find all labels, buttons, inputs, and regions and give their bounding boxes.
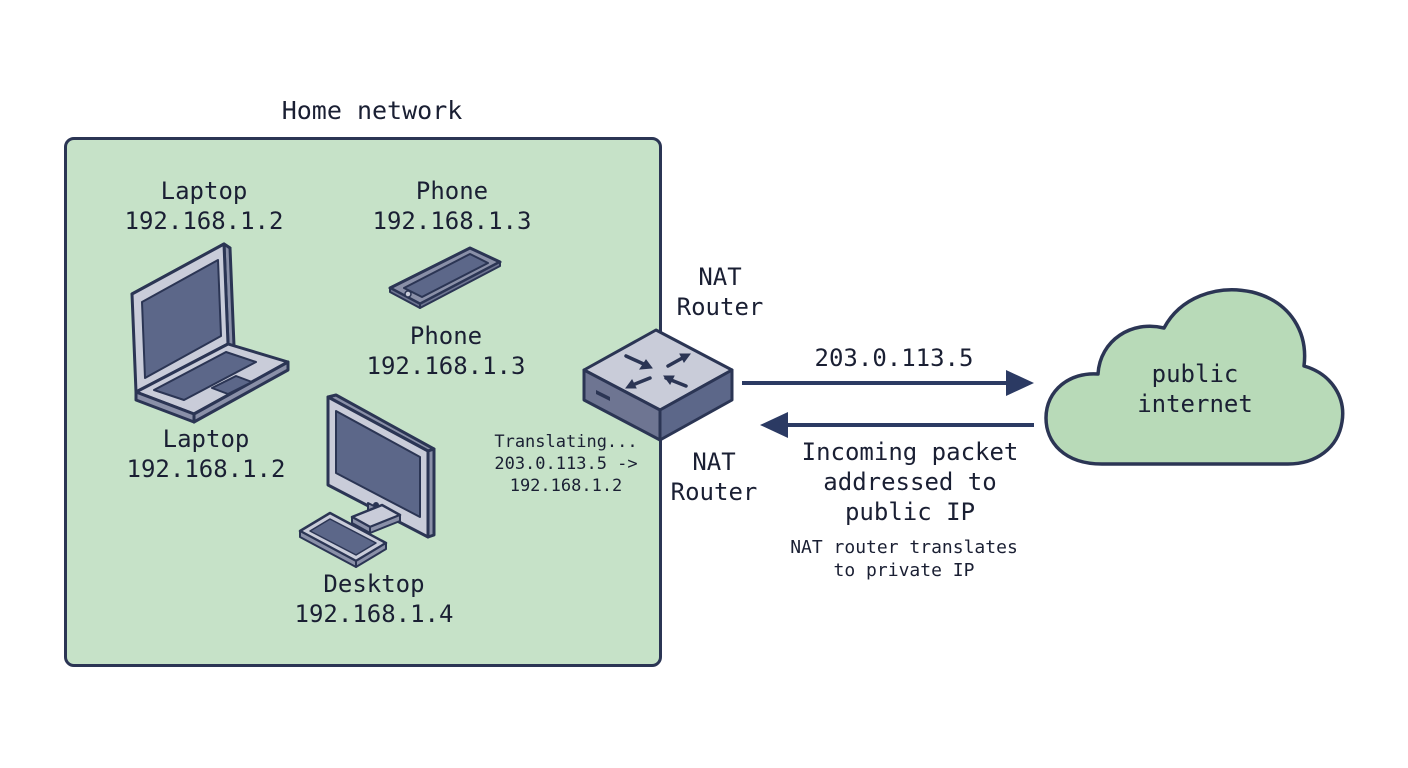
translating-line: 203.0.113.5 -> (494, 454, 638, 475)
desktop-name: Desktop (323, 570, 425, 598)
laptop-name: Laptop (162, 425, 250, 453)
phone-name: Phone (415, 177, 489, 205)
phone-ip: 192.168.1.3 (372, 207, 532, 235)
phone-label-top: Phone 192.168.1.3 (352, 176, 552, 236)
router-label-line: Router (670, 478, 758, 506)
router-label-bottom: NAT Router (654, 447, 774, 507)
router-label-line: NAT (692, 448, 736, 476)
incoming-arrow (760, 412, 1034, 438)
translating-note: Translating... 203.0.113.5 -> 192.168.1.… (486, 431, 646, 497)
cloud-icon (1044, 288, 1345, 466)
translating-line: 192.168.1.2 (509, 476, 623, 497)
router-icon (582, 328, 734, 442)
laptop-label-mid: Laptop 192.168.1.2 (106, 424, 306, 484)
incoming-line: Incoming packet (801, 438, 1019, 466)
translating-line: Translating... (494, 432, 638, 452)
laptop-label-top: Laptop 192.168.1.2 (104, 176, 304, 236)
phone-icon (388, 246, 502, 309)
incoming-note: NAT router translates to private IP (774, 536, 1034, 582)
incoming-note-line: NAT router translates (790, 537, 1018, 558)
outgoing-ip-label: 203.0.113.5 (814, 344, 974, 372)
incoming-line: public IP (844, 498, 976, 526)
desktop-ip: 192.168.1.4 (294, 600, 454, 628)
router-label-line: NAT (698, 263, 742, 291)
outgoing-arrow (742, 370, 1034, 396)
router-label-line: Router (676, 293, 764, 321)
incoming-packet-label: Incoming packet addressed to public IP (770, 437, 1050, 527)
laptop-icon (130, 242, 290, 424)
incoming-line: addressed to (823, 468, 997, 496)
desktop-label: Desktop 192.168.1.4 (274, 569, 474, 629)
laptop-name: Laptop (160, 177, 248, 205)
phone-label-mid: Phone 192.168.1.3 (346, 321, 546, 381)
router-label-top: NAT Router (660, 262, 780, 322)
laptop-ip: 192.168.1.2 (126, 455, 286, 483)
incoming-note-line: to private IP (833, 560, 975, 582)
phone-name: Phone (409, 322, 483, 350)
home-network-title: Home network (281, 96, 463, 125)
phone-ip: 192.168.1.3 (366, 352, 526, 380)
cloud-label: public internet (1100, 359, 1290, 419)
desktop-icon (298, 393, 436, 568)
cloud-label-line: internet (1137, 390, 1253, 418)
cloud-label-line: public (1151, 360, 1239, 388)
laptop-ip: 192.168.1.2 (124, 207, 284, 235)
